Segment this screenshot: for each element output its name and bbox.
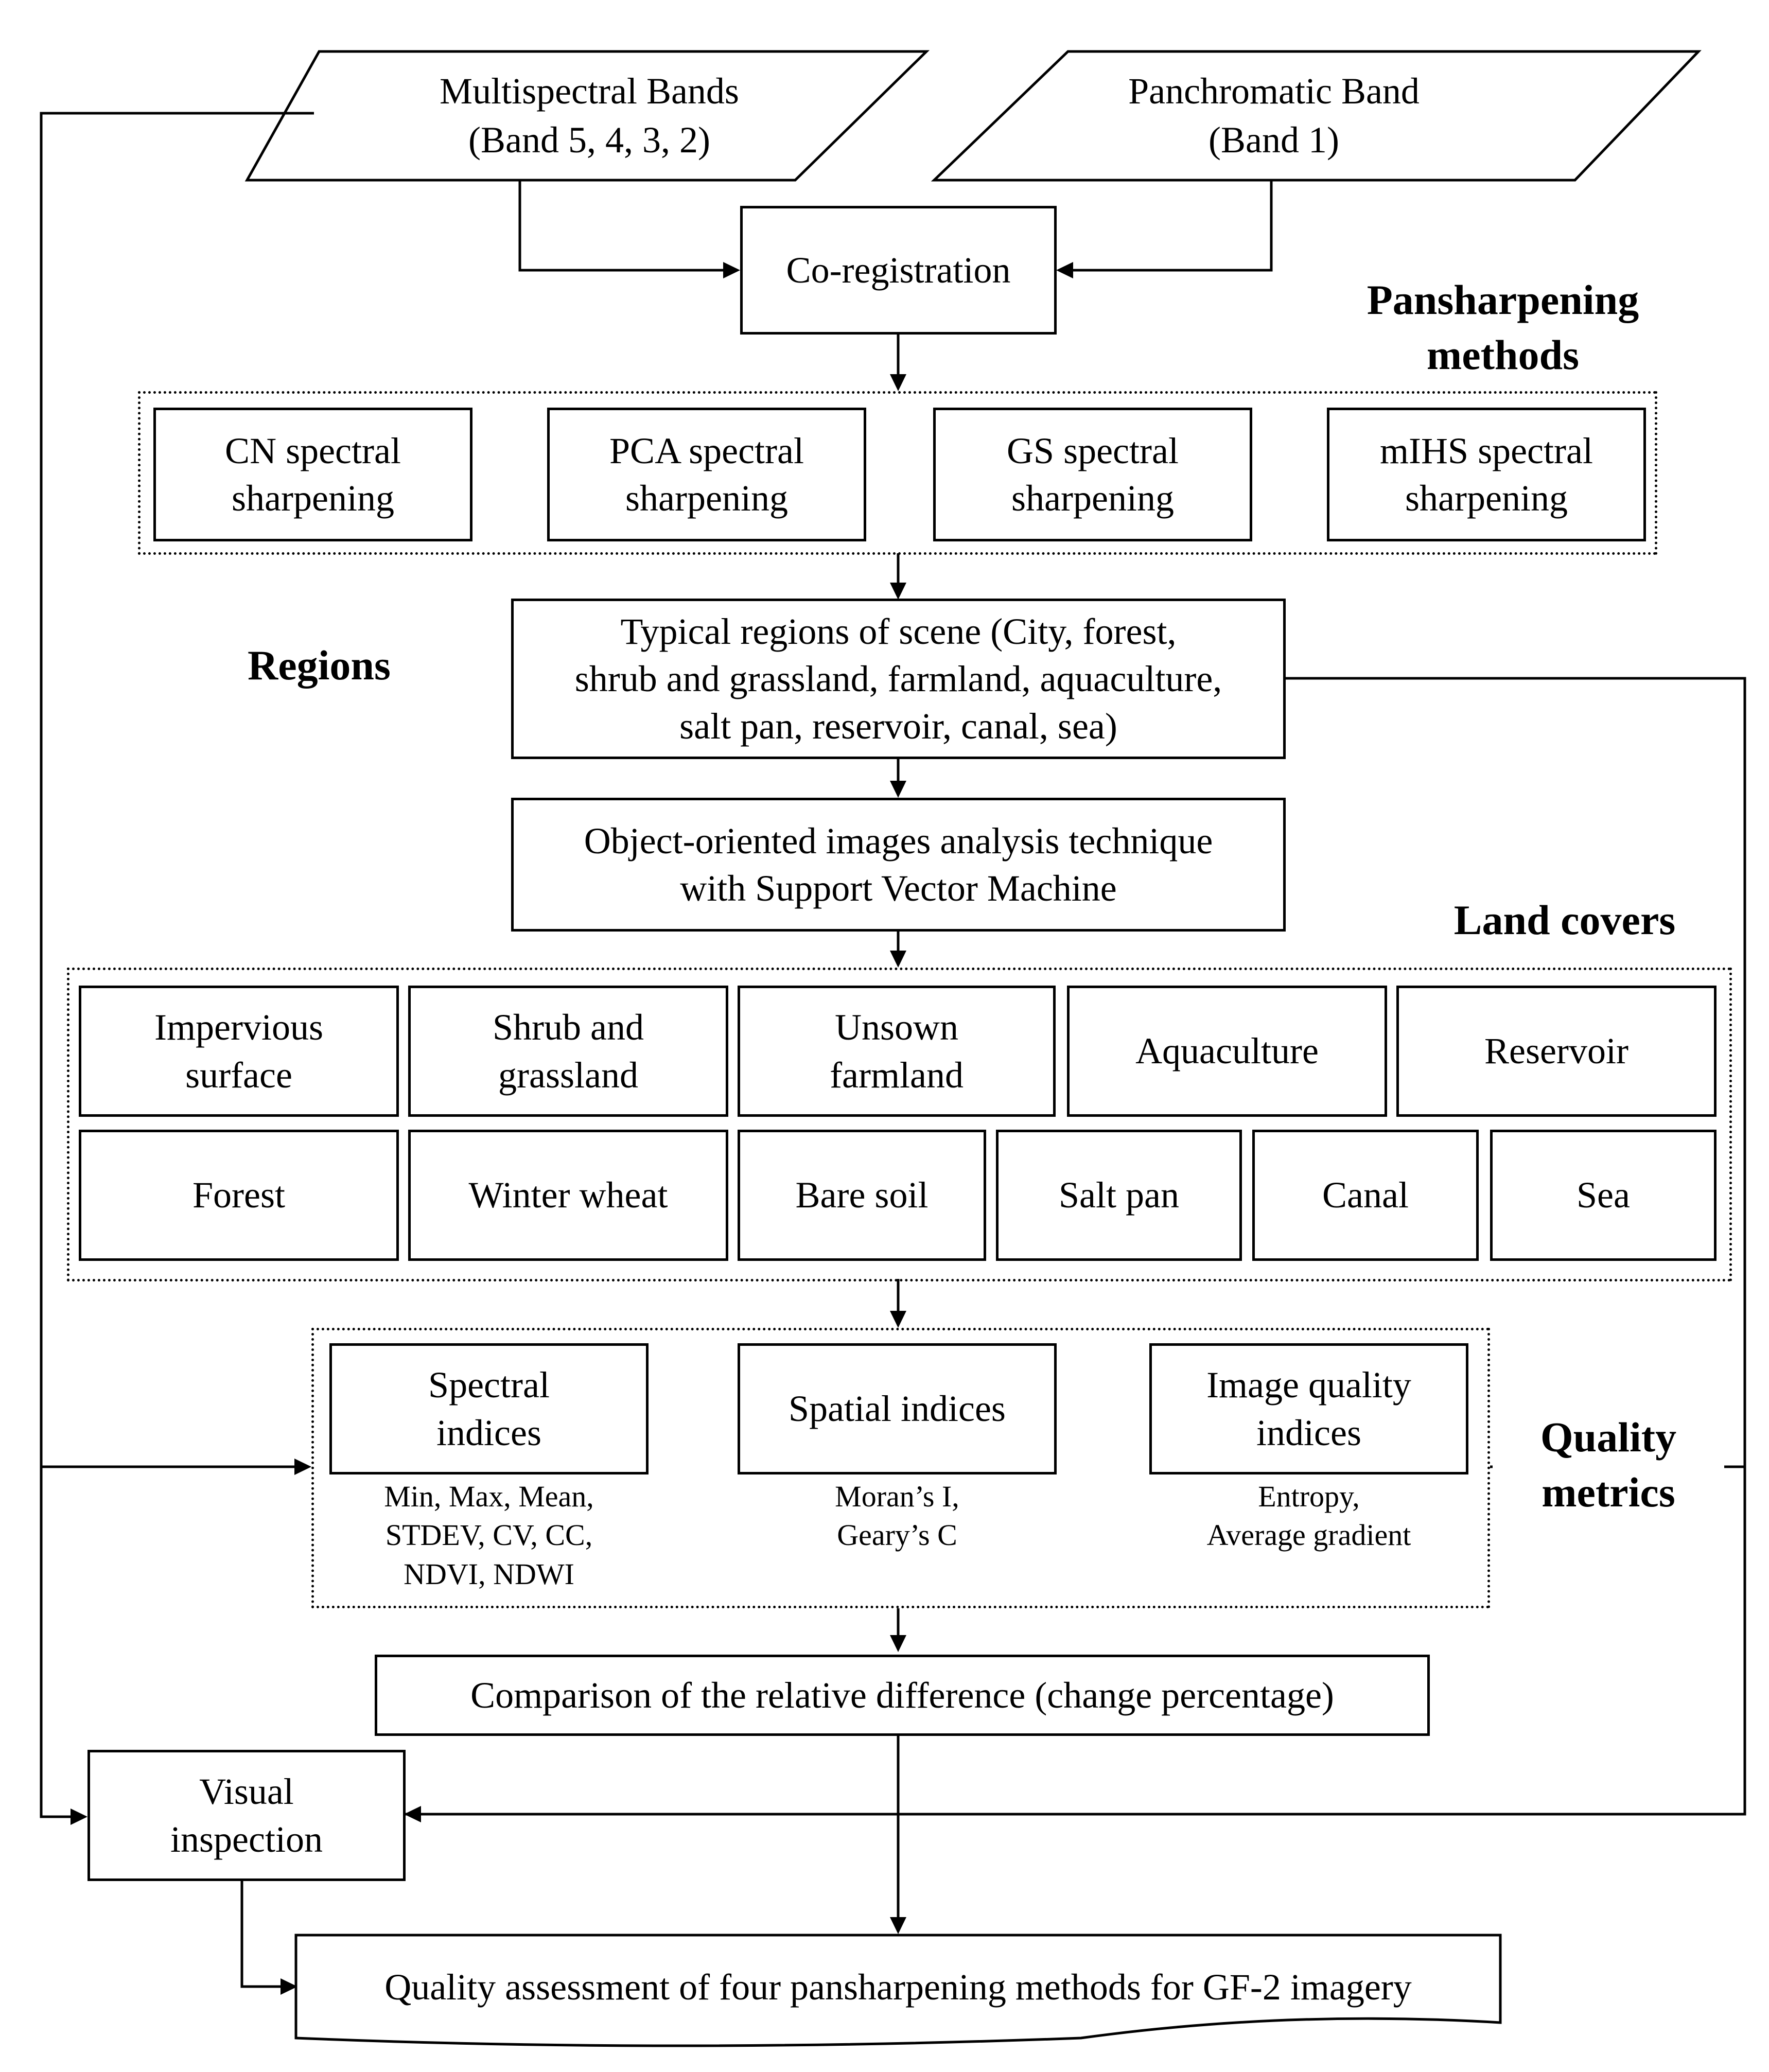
final-quality-assessment-label: Quality assessment of four pansharpening… (384, 1966, 1412, 2008)
landcover-unsown-farmland: Unsown farmland (738, 986, 1056, 1117)
arrowhead-right-visual (404, 1806, 421, 1822)
multispectral-input-shape (244, 50, 930, 182)
quality-metrics-heading: Quality metrics (1493, 1410, 1724, 1520)
method-mihs-box: mIHS spectral sharpening (1327, 408, 1646, 541)
regions-heading: Regions (248, 642, 391, 689)
method-gs-box: GS spectral sharpening (933, 408, 1252, 541)
multispectral-bands-label: Multispectral Bands (Band 5, 4, 3, 2) (440, 71, 739, 161)
arrowhead-pan-coreg (1056, 262, 1073, 278)
arrowhead-indices-comparison (890, 1635, 906, 1652)
arrowhead-visual-final (281, 1978, 297, 1995)
typical-regions-box: Typical regions of scene (City, forest, … (511, 599, 1286, 759)
panchromatic-input-shape (931, 50, 1702, 182)
landcover-aquaculture: Aquaculture (1067, 986, 1387, 1117)
landcover-reservoir: Reservoir (1396, 986, 1717, 1117)
arrowhead-methods-regions (890, 583, 906, 600)
landcover-forest: Forest (79, 1130, 399, 1261)
spectral-indices-box: Spectral indices (329, 1343, 649, 1474)
coregistration-box: Co-registration (740, 206, 1057, 335)
landcover-shrub-grassland: Shrub and grassland (408, 986, 728, 1117)
object-oriented-analysis-box: Object-oriented images analysis techniqu… (511, 798, 1286, 932)
final-document-shape (294, 1934, 1502, 2047)
arrowhead-comparison-final (890, 1917, 906, 1934)
connector-regions-right-trunk (401, 677, 1746, 1816)
method-pca-box: PCA spectral sharpening (547, 408, 866, 541)
arrowhead-oo-landcovers (890, 951, 906, 968)
landcover-bare-soil: Bare soil (738, 1130, 986, 1261)
connector-ms-left-trunk (40, 112, 314, 1818)
connector-pan-to-coreg (1060, 180, 1273, 272)
connector-ms-to-coreg (518, 180, 731, 272)
landcover-canal: Canal (1252, 1130, 1479, 1261)
method-cn-box: CN spectral sharpening (153, 408, 472, 541)
landcover-winter-wheat: Winter wheat (408, 1130, 728, 1261)
pansharpening-methods-group (138, 391, 1657, 555)
land-covers-heading: Land covers (1453, 897, 1676, 943)
land-covers-group (67, 968, 1732, 1281)
arrowhead-regions-oo (890, 781, 906, 798)
arrowhead-left-visual (71, 1808, 87, 1825)
image-quality-indices-box: Image quality indices (1149, 1343, 1468, 1474)
arrowhead-left-indices (294, 1459, 311, 1475)
arrowhead-ms-coreg (723, 262, 740, 278)
pansharpening-methods-heading: Pansharpening methods (1367, 276, 1639, 378)
landcover-sea: Sea (1490, 1130, 1717, 1261)
connector-visual-to-final (240, 1881, 288, 1988)
panchromatic-band-label: Panchromatic Band (Band 1) (1128, 71, 1420, 161)
arrowhead-landcovers-indices (890, 1311, 906, 1328)
visual-inspection-box: Visual inspection (87, 1750, 406, 1881)
arrowhead-coreg-methods (890, 374, 906, 391)
spatial-indices-detail: Moran’s I, Geary’s C (835, 1480, 959, 1552)
image-quality-indices-detail: Entropy, Average gradient (1206, 1480, 1411, 1552)
spatial-indices-box: Spatial indices (738, 1343, 1057, 1474)
landcover-impervious-surface: Impervious surface (79, 986, 399, 1117)
landcover-salt-pan: Salt pan (996, 1130, 1242, 1261)
spectral-indices-detail: Min, Max, Mean, STDEV, CV, CC, NDVI, NDW… (384, 1480, 594, 1591)
comparison-box: Comparison of the relative difference (c… (375, 1655, 1430, 1736)
